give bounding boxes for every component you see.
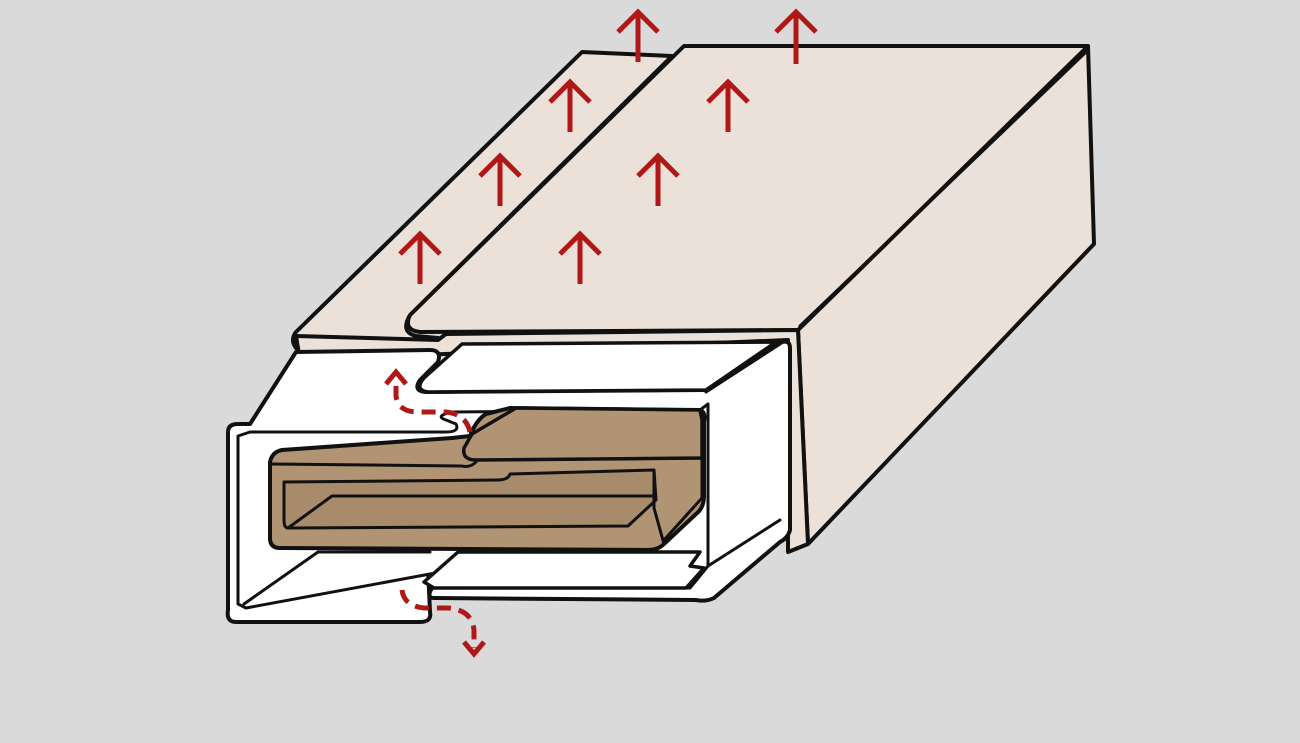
core-block	[268, 406, 707, 552]
up-arrow-icon	[706, 78, 750, 132]
core-right-edge	[662, 456, 704, 542]
up-arrow-icon	[774, 8, 818, 64]
up-arrows-group	[398, 8, 818, 284]
core-upper-slab	[462, 406, 704, 462]
middle-sleeve-rear-edge	[704, 342, 782, 394]
curved-dashed-arrow-icon	[399, 589, 486, 658]
upper-flow-head	[384, 368, 408, 386]
middle-sleeve-upper-tab	[418, 340, 778, 394]
up-arrow-icon	[558, 230, 602, 284]
middle-sleeve-inner-diagonal	[242, 550, 320, 606]
curved-dashed-arrow-icon	[384, 368, 473, 433]
up-arrow-icon	[636, 152, 680, 206]
up-arrow-icon	[478, 152, 522, 206]
core-recess-diagonal	[286, 494, 656, 530]
up-arrow-icon	[616, 8, 660, 62]
middle-sleeve-lower-tab	[422, 550, 706, 590]
up-arrow-icon	[398, 230, 442, 284]
outer-sleeve-edge-line	[798, 50, 1088, 328]
upper-flow-path	[393, 378, 473, 433]
lower-flow-path	[399, 589, 477, 648]
middle-sleeve-bottom-edge	[706, 518, 782, 568]
up-arrow-icon	[548, 78, 592, 132]
core-bottom-edge	[652, 470, 666, 546]
lower-flow-head	[462, 640, 486, 658]
core-recess	[282, 468, 658, 530]
flow-arrows-group	[384, 368, 486, 658]
